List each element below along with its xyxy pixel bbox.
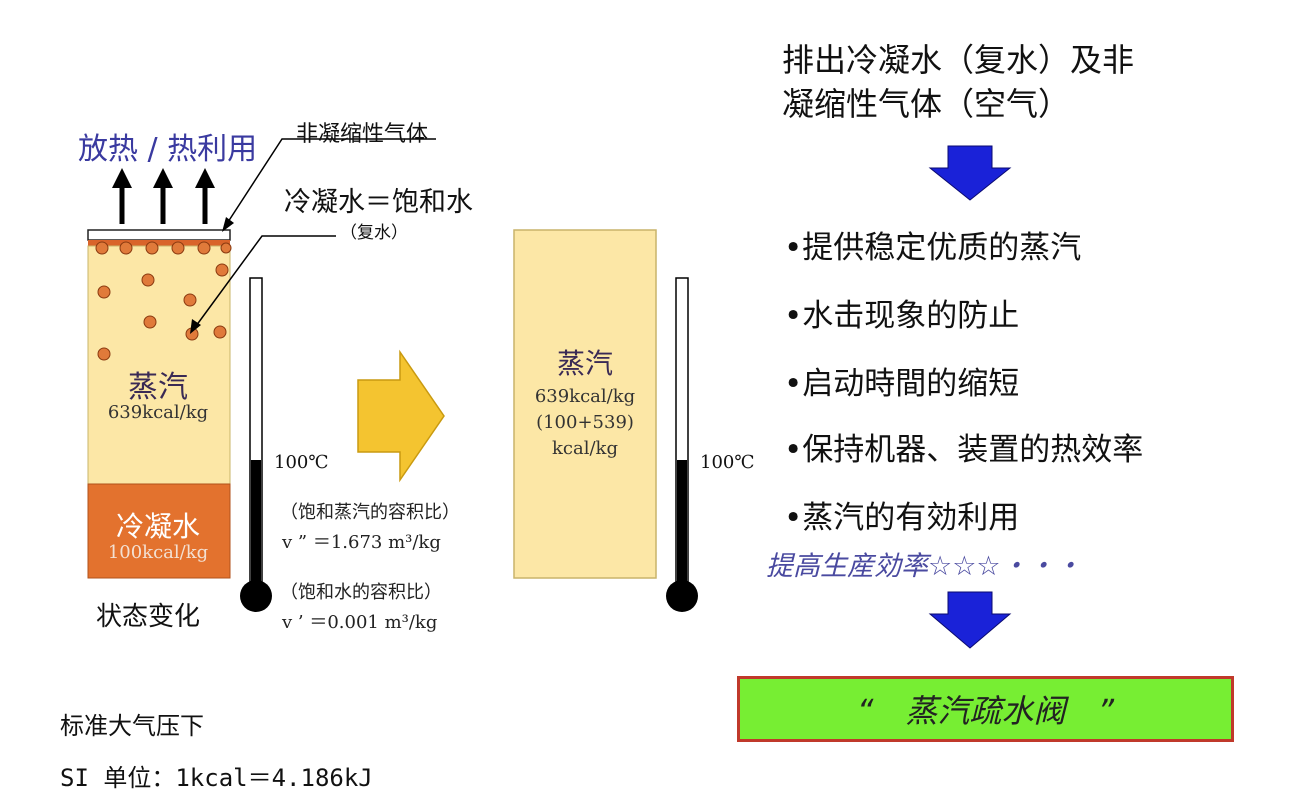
standard-atmosphere-note: 标准大气压下 — [60, 712, 204, 740]
condensate-droplets — [95, 241, 232, 361]
state-change-label: 状态变化 — [96, 602, 201, 632]
heat-release-label: 放热 / 热利用 — [78, 132, 258, 167]
steam-container — [87, 229, 232, 579]
right-heading-line2: 凝缩性气体（空气） — [782, 85, 1071, 123]
condensate-label: 冷凝水 — [115, 510, 200, 543]
gas-layer — [87, 229, 231, 241]
temperature-middle: 100℃ — [700, 452, 755, 473]
right-heading: 排出冷凝水（复水）及非 凝缩性气体（空气） — [782, 38, 1242, 126]
benefit-item: •保持机器、装置的热效率 — [784, 432, 1144, 468]
thermometer-left — [240, 277, 272, 612]
steam-value-middle: 639kcal/kg (100+539) kcal/kg — [514, 384, 656, 462]
blue-down-arrow-1 — [928, 145, 1012, 201]
pointer-lines — [190, 138, 436, 334]
steam-box-middle — [513, 229, 657, 579]
steam-trap-result-box: “ 蒸汽疏水阀 ” — [737, 676, 1234, 742]
steam-label-left: 蒸汽 — [128, 370, 188, 405]
condensate-saturated-label: 冷凝水＝饱和水 — [284, 187, 473, 218]
benefit-item: •启动時間的缩短 — [784, 366, 1020, 402]
benefit-item: •水击现象的防止 — [784, 298, 1020, 334]
sat-water-ratio-value: v ’ ＝0.001 m³/kg — [282, 612, 438, 633]
steam-value-middle-line3: kcal/kg — [552, 438, 618, 459]
steam-region — [87, 245, 231, 485]
si-unit-note: SI 单位：1kcal＝4.186kJ — [60, 764, 373, 792]
return-water-label: （复水） — [340, 223, 408, 243]
steam-value-middle-line2: (100+539) — [536, 412, 634, 433]
condensate-region — [87, 483, 231, 579]
noncondensable-gas-label: 非凝缩性气体 — [296, 122, 429, 147]
steam-value-middle-line1: 639kcal/kg — [534, 386, 636, 407]
condensate-value: 100kcal/kg — [107, 542, 209, 563]
right-heading-line1: 排出冷凝水（复水）及非 — [782, 41, 1135, 79]
sat-water-ratio-label: （饱和水的容积比） — [280, 582, 442, 603]
sat-steam-ratio-value: v ” ＝1.673 m³/kg — [282, 532, 441, 553]
heat-up-arrows — [112, 168, 215, 224]
steam-value-left: 639kcal/kg — [107, 402, 209, 423]
steam-label-middle: 蒸汽 — [556, 347, 613, 380]
improve-efficiency-label: 提高生産効率☆☆☆・・・ — [766, 551, 1082, 582]
sat-steam-ratio-label: （饱和蒸汽的容积比） — [280, 502, 460, 523]
benefit-item: •蒸汽的有効利用 — [784, 500, 1020, 536]
gas-boundary — [88, 240, 230, 246]
blue-down-arrow-2 — [928, 591, 1012, 649]
temperature-left: 100℃ — [274, 452, 329, 473]
benefit-item: •提供稳定优质的蒸汽 — [784, 230, 1082, 266]
thermometer-right — [666, 277, 698, 612]
transition-arrow — [357, 349, 445, 483]
